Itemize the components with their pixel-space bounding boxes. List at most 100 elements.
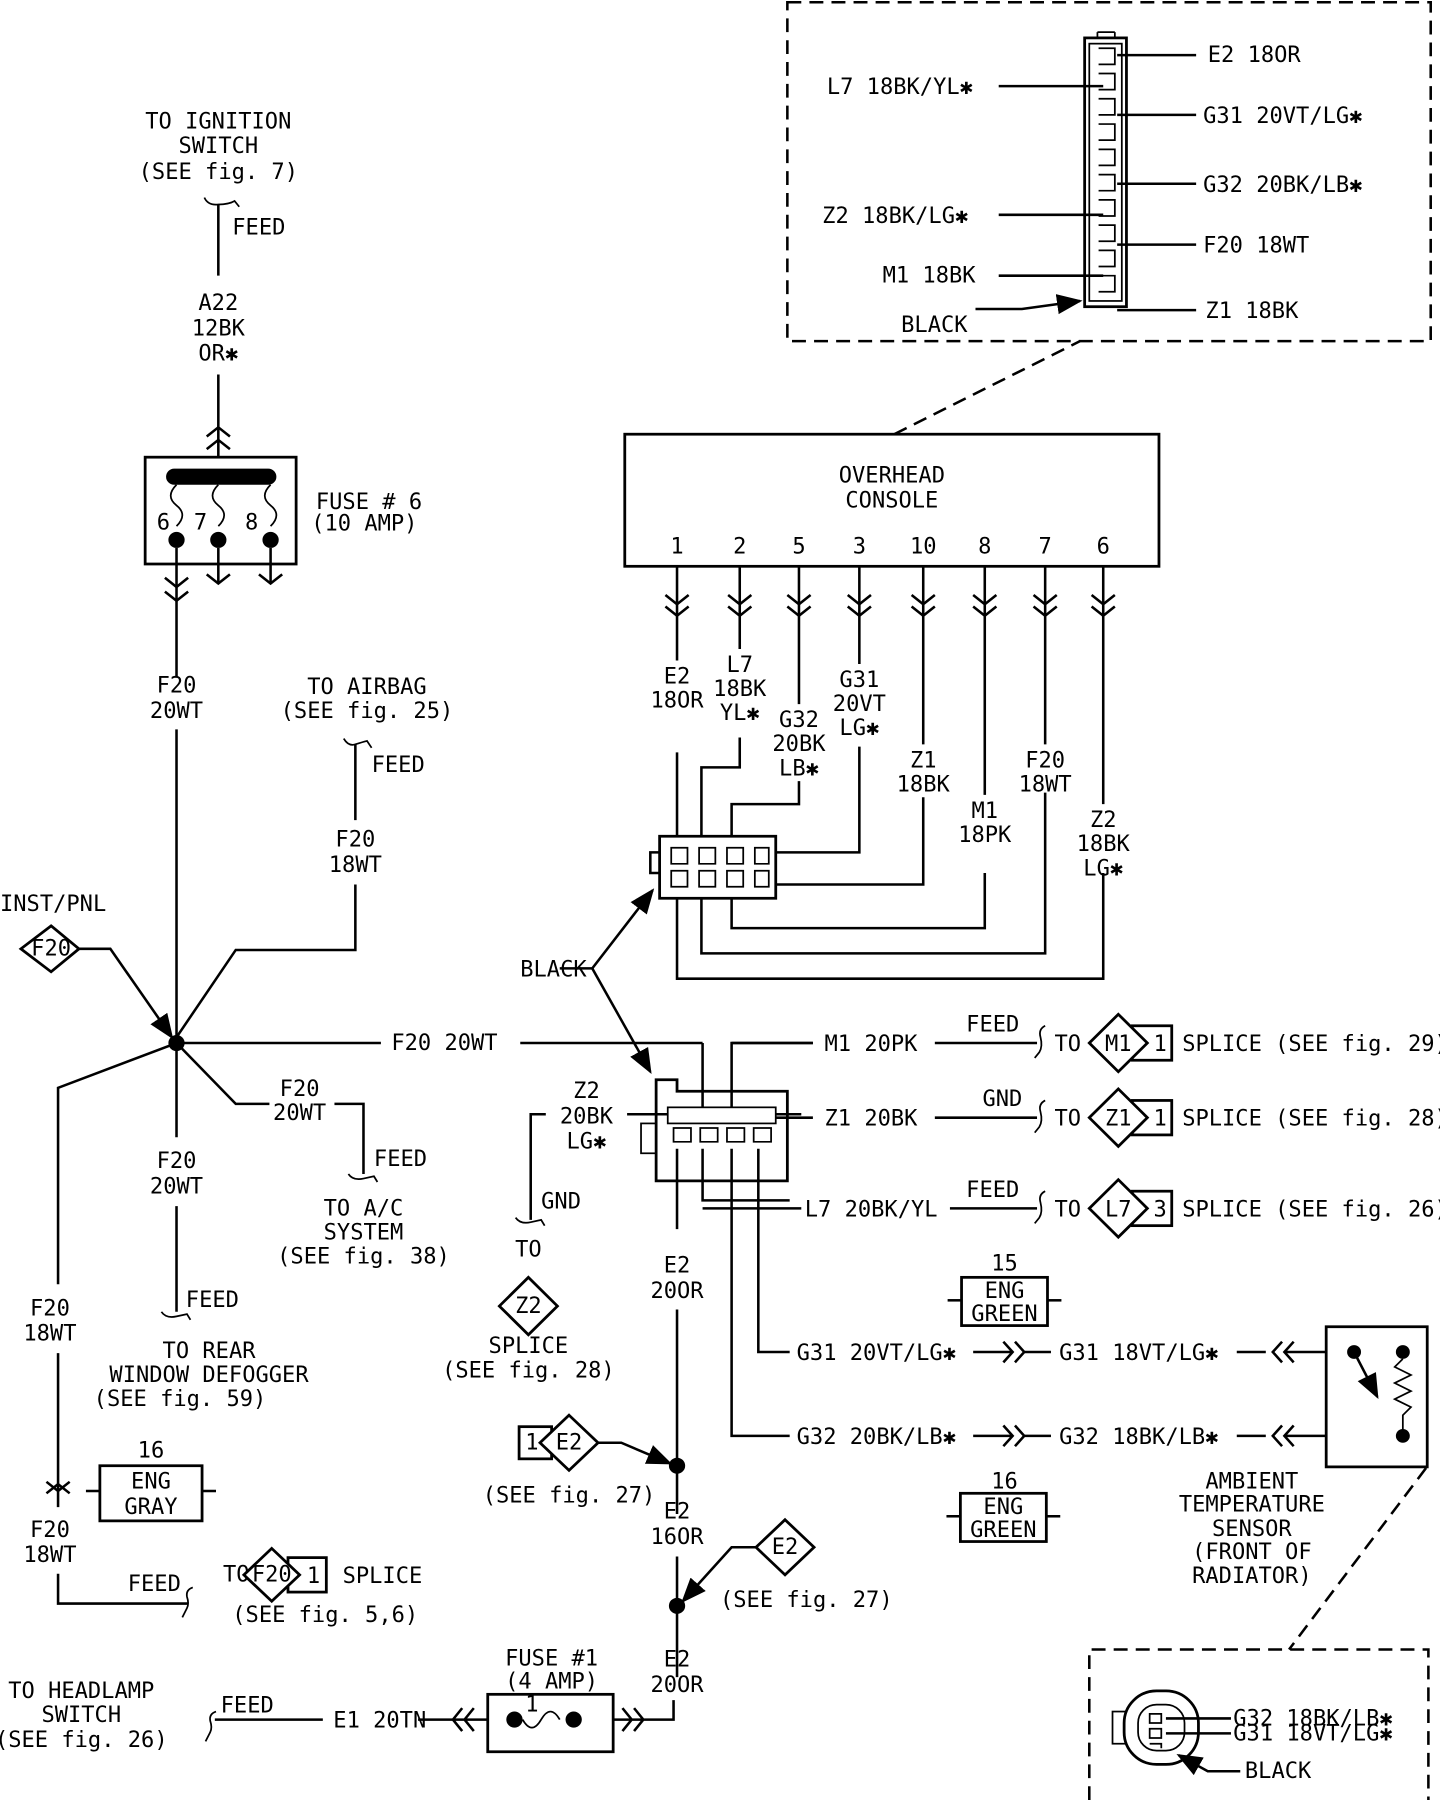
splice-label: SPLICE bbox=[343, 1564, 423, 1589]
sensor-label: (FRONT OF bbox=[1192, 1540, 1312, 1565]
figure-ref: fig. 26 bbox=[1342, 1198, 1435, 1223]
sensor-label: AMBIENT bbox=[1205, 1470, 1298, 1495]
fuse-1-label: FUSE #1 bbox=[505, 1647, 598, 1672]
thermistor-icon bbox=[1392, 1358, 1413, 1431]
feed-label: FEED bbox=[128, 1572, 181, 1597]
wire-label: 18WT bbox=[329, 853, 382, 878]
wire-label: 18BK bbox=[1077, 832, 1131, 857]
connector-number: 16 bbox=[138, 1439, 165, 1464]
splice-diamond-icon bbox=[537, 1413, 601, 1473]
pin-label: Z1 18BK bbox=[1205, 299, 1299, 324]
wire-label: 20BK bbox=[560, 1105, 614, 1130]
wire-label: 18BK bbox=[713, 677, 767, 702]
wire-label: 20OR bbox=[650, 1673, 704, 1698]
splice-num: 3 bbox=[1153, 1198, 1166, 1223]
fuse-1 bbox=[486, 1692, 615, 1754]
connector-label: ENG bbox=[983, 1495, 1023, 1520]
fuse-pin: 8 bbox=[245, 511, 258, 536]
splice-label: SPLICE bbox=[489, 1334, 569, 1359]
splice-diamond-icon bbox=[1087, 1177, 1150, 1240]
connector-icon bbox=[205, 425, 231, 451]
feed-break-icon bbox=[342, 738, 373, 749]
fuse-1-amp: (4 AMP) bbox=[505, 1670, 598, 1695]
pin-label: M1 18BK bbox=[883, 264, 977, 289]
break-icon bbox=[1034, 1099, 1046, 1134]
ac-ref: (SEE fig. 38) bbox=[277, 1245, 450, 1270]
connector-icon bbox=[664, 594, 690, 618]
wire-label: L7 bbox=[726, 653, 753, 678]
wire-label: F20 bbox=[30, 1518, 70, 1543]
sensor-label: SENSOR bbox=[1212, 1517, 1292, 1542]
splice-id: Z1 bbox=[1105, 1107, 1132, 1132]
wire-label: Z1 20BK bbox=[825, 1107, 919, 1132]
fuse-6: 6 7 8 FUSE # 6 (10 AMP) bbox=[143, 455, 422, 678]
wire-label: M1 20PK bbox=[825, 1032, 919, 1057]
wire-label: 16OR bbox=[650, 1525, 704, 1550]
ac-target: TO A/C bbox=[324, 1196, 404, 1221]
defogger-target: WINDOW DEFOGGER bbox=[109, 1363, 309, 1388]
figure-ref: fig. 29 bbox=[1342, 1032, 1435, 1057]
splice-diamond-icon bbox=[18, 924, 82, 974]
wire-label: M1 bbox=[971, 799, 998, 824]
ignition-label-3: (SEE fig. 7) bbox=[139, 160, 298, 185]
splice-diamond-icon bbox=[241, 1546, 302, 1604]
splice-ref: (SEE fig. 5,6) bbox=[232, 1603, 418, 1628]
wire-label: 20WT bbox=[150, 1175, 203, 1200]
wire-label: 12BK bbox=[192, 317, 246, 342]
wire-type: GND bbox=[982, 1087, 1022, 1112]
pin-label: G31 18VT/LG✱ bbox=[1233, 1721, 1392, 1746]
wire-label: LB✱ bbox=[779, 756, 819, 781]
fuse-6-amp: (10 AMP) bbox=[311, 512, 417, 537]
wire-label: G32 20BK/LB✱ bbox=[797, 1425, 956, 1450]
left-f20-network: F20 20WT TO AIRBAG (SEE fig. 25) FEED F2… bbox=[0, 674, 703, 1628]
wire-label: G31 18VT/LG✱ bbox=[1059, 1341, 1218, 1366]
feed-label: FEED bbox=[372, 753, 425, 778]
wire-label: L7 20BK/YL bbox=[805, 1198, 938, 1223]
wire-label: 18WT bbox=[23, 1322, 76, 1347]
splice-id: F20 bbox=[31, 937, 71, 962]
console-title: CONSOLE bbox=[845, 489, 938, 514]
sensor-connector-inset: G32 18BK/LB✱ G31 18VT/LG✱ BLACK bbox=[1088, 1648, 1430, 1800]
splice-label: SPLICE (SEE fig. 29) bbox=[1182, 1032, 1440, 1057]
overhead-console: OVERHEAD CONSOLE 1E218OR2L718BKYL✱5G3220… bbox=[623, 432, 1161, 881]
feed-break-icon bbox=[203, 197, 240, 208]
wire-label: G31 bbox=[839, 668, 879, 693]
connector-label: ENG bbox=[131, 1470, 171, 1495]
wire-label: E2 bbox=[664, 1254, 691, 1279]
splice-ref: (SEE fig. 27) bbox=[483, 1484, 656, 1509]
wire-label: F20 bbox=[157, 1149, 197, 1174]
pin-label: L7 18BK/YL✱ bbox=[827, 75, 973, 100]
console-pin-number: 2 bbox=[733, 535, 746, 560]
sensor-label: TEMPERATURE bbox=[1179, 1493, 1325, 1518]
wire-label: F20 20WT bbox=[391, 1031, 497, 1056]
connector-icon bbox=[1032, 594, 1058, 618]
wire-label: 18OR bbox=[650, 689, 704, 714]
wire-label: 20BK bbox=[772, 732, 826, 757]
wire-label: G32 18BK/LB✱ bbox=[1059, 1425, 1218, 1450]
fuse-pin: 1 bbox=[525, 1693, 538, 1718]
splice-label: SPLICE (SEE fig. 28) bbox=[1182, 1107, 1440, 1132]
splice-label: SPLICE (SEE fig. 26) bbox=[1182, 1198, 1440, 1223]
connector-label: GRAY bbox=[124, 1495, 177, 1520]
inst-pnl-label: INST/PNL bbox=[0, 892, 106, 917]
splice-id: F20 bbox=[252, 1563, 292, 1588]
ac-target: SYSTEM bbox=[324, 1221, 404, 1246]
wire-label: LG✱ bbox=[839, 716, 879, 741]
wire-label: Z1 bbox=[910, 748, 937, 773]
feed-break-icon bbox=[204, 1710, 217, 1742]
connector-16-gray bbox=[98, 1464, 204, 1523]
console-pin-number: 6 bbox=[1097, 535, 1110, 560]
splice-diamond-icon bbox=[753, 1517, 817, 1577]
console-connector-inset: E2 18OR G31 20VT/LG✱ G32 20BK/LB✱ F20 18… bbox=[786, 1, 1432, 436]
splice-id: Z2 bbox=[515, 1294, 542, 1319]
fuse-pin: 6 bbox=[157, 511, 170, 536]
console-pin-number: 7 bbox=[1039, 535, 1052, 560]
wire-type: FEED bbox=[966, 1178, 1019, 1203]
defogger-ref: (SEE fig. 59) bbox=[94, 1387, 267, 1412]
wire-label: F20 bbox=[280, 1077, 320, 1102]
connector-icon bbox=[1090, 594, 1116, 618]
break-icon bbox=[1034, 1025, 1046, 1059]
splice-to: TO bbox=[1054, 1198, 1081, 1223]
